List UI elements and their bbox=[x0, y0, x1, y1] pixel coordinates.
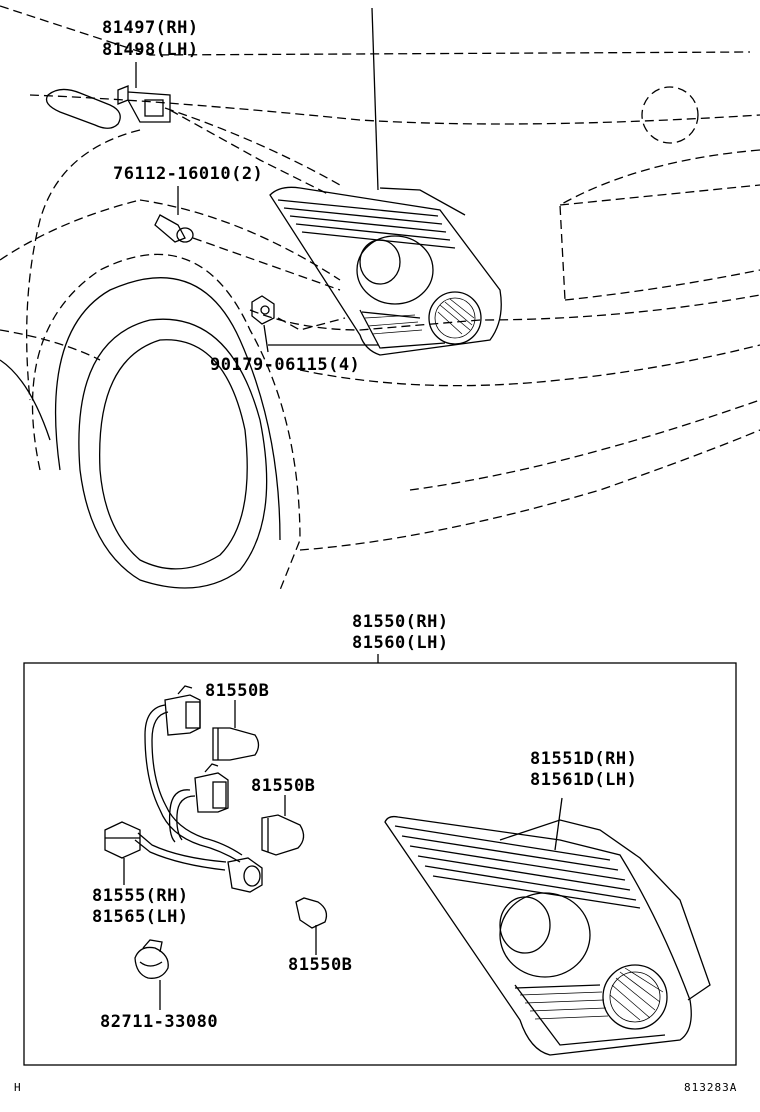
part-number-81497: 81497(RH) bbox=[102, 18, 199, 38]
rear-lamp-installed bbox=[269, 186, 502, 356]
door-handle bbox=[45, 88, 121, 129]
bulb-wedge-a bbox=[212, 700, 260, 761]
part-number-81561d: 81561D(LH) bbox=[530, 770, 638, 790]
part-number-81555: 81555(RH) bbox=[92, 886, 189, 906]
vehicle-rear-body bbox=[0, 5, 760, 591]
footer-left-code: H bbox=[14, 1081, 22, 1094]
part-number-82711: 82711-33080 bbox=[100, 1012, 219, 1032]
part-number-81551d: 81551D(RH) bbox=[530, 749, 638, 769]
rear-lamp-lens-81551d bbox=[384, 797, 711, 1056]
clip-81497-part bbox=[117, 62, 331, 196]
part-number-81498: 81498(LH) bbox=[102, 40, 199, 60]
part-number-90179: 90179-06115(4) bbox=[210, 355, 361, 375]
part-number-81560: 81560(LH) bbox=[352, 633, 449, 653]
clamp-82711-part bbox=[134, 939, 169, 1010]
part-number-81565: 81565(LH) bbox=[92, 907, 189, 927]
bolt-76112-part bbox=[154, 186, 341, 291]
bulb-wedge-b bbox=[261, 795, 305, 856]
part-number-81550: 81550(RH) bbox=[352, 612, 449, 632]
wire-harness-81555 bbox=[104, 685, 263, 893]
bulb-wedge-c bbox=[295, 897, 328, 955]
bulb-label-b: 81550B bbox=[251, 776, 316, 796]
figure-code: 813283A bbox=[684, 1081, 738, 1094]
assembly-frame bbox=[23, 654, 737, 1066]
nut-90179-part bbox=[251, 295, 378, 353]
bulb-label-a: 81550B bbox=[205, 681, 270, 701]
part-number-76112: 76112-16010(2) bbox=[113, 164, 264, 184]
bulb-label-c: 81550B bbox=[288, 955, 353, 975]
